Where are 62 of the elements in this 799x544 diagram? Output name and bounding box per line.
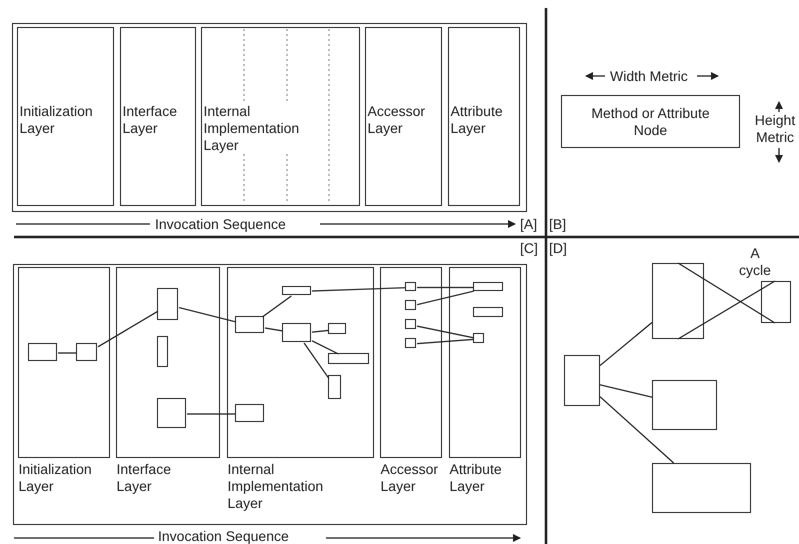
- node-box: [157, 336, 168, 367]
- node-box: [405, 319, 416, 329]
- panel-letter: [D]: [549, 240, 567, 257]
- layer-box: [448, 26, 520, 206]
- connector-line: [678, 262, 776, 324]
- layer-box: [364, 26, 442, 206]
- connector-line: [600, 396, 674, 464]
- connector-line: [312, 330, 330, 333]
- layer-box: [200, 26, 360, 206]
- connector-line: [178, 307, 236, 322]
- node-box: [405, 338, 416, 348]
- connector-line: [312, 287, 406, 292]
- panel-letter: [C]: [520, 240, 538, 257]
- layer-label: Accessor Layer: [380, 460, 440, 494]
- node-box: [652, 380, 717, 430]
- connector-line: [264, 327, 284, 332]
- connector-line: [98, 310, 158, 348]
- node-box: [157, 398, 186, 428]
- node-box: [282, 286, 311, 295]
- panel-letter: [A]: [520, 216, 538, 233]
- node-box: [157, 288, 178, 320]
- connector-line: [416, 326, 474, 338]
- layer-label: Interface Layer: [116, 460, 172, 494]
- node-box: [761, 281, 791, 323]
- axis-label: Invocation Sequence: [158, 528, 289, 544]
- connector-line: [600, 322, 652, 366]
- panel-frame: [12, 23, 527, 212]
- connector-line: [312, 340, 339, 355]
- node-box: [652, 263, 704, 339]
- layer-label: Attribute Layer: [450, 460, 503, 494]
- connector-line: [600, 384, 652, 398]
- node-box: [328, 375, 341, 399]
- node-box: [235, 404, 264, 422]
- node-box: [282, 323, 311, 342]
- node-box: [235, 316, 264, 333]
- layer-label: Initialization Layer: [18, 460, 93, 494]
- node-box: [405, 300, 416, 310]
- layer-box: [16, 26, 114, 206]
- connector-line: [678, 280, 776, 340]
- node-box: [561, 95, 740, 148]
- node-box: [473, 333, 484, 343]
- node-box: [28, 343, 57, 361]
- connector-line: [262, 296, 292, 318]
- panel-frame: [13, 264, 527, 525]
- connector-line: [304, 342, 330, 380]
- axis-label: Invocation Sequence: [155, 216, 286, 233]
- node-box: [473, 307, 503, 317]
- node-box: [328, 353, 369, 364]
- panel-letter: [B]: [549, 216, 566, 233]
- node-box: [328, 323, 346, 334]
- layer-label: Internal Implementation Layer: [228, 460, 324, 512]
- node-box: [473, 282, 503, 291]
- layer-box: [120, 26, 196, 206]
- node-box: [564, 355, 600, 406]
- connector-line: [416, 290, 474, 306]
- connector-line: [58, 352, 77, 354]
- node-box: [76, 343, 97, 361]
- node-box: [652, 463, 751, 513]
- connector-line: [187, 413, 236, 415]
- node-box: [405, 282, 416, 291]
- connector-line: [416, 338, 474, 344]
- connector-line: [417, 286, 474, 288]
